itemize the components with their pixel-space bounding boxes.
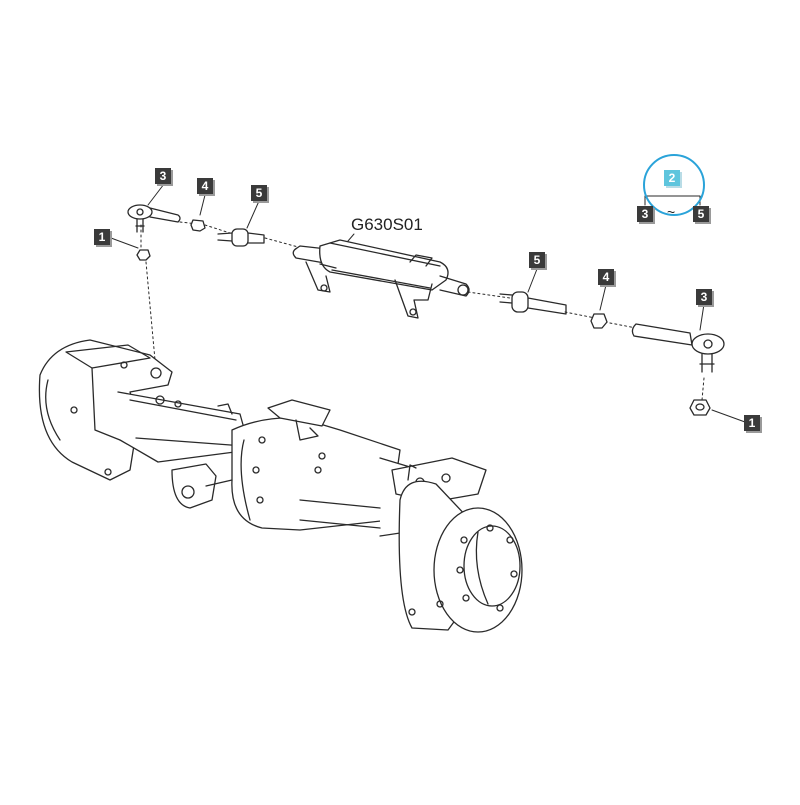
callout-3-left[interactable]: 3 [155, 168, 171, 184]
steering-cylinder [292, 239, 470, 319]
nut-right [689, 399, 711, 416]
lock-nut-left [190, 219, 206, 232]
callout-5-left[interactable]: 5 [251, 185, 267, 201]
callout-1-right[interactable]: 1 [744, 415, 760, 431]
callout-kit-to-5[interactable]: 5 [693, 206, 709, 222]
kit-range-symbol: ~ [667, 204, 676, 220]
callout-kit-from-3[interactable]: 3 [637, 206, 653, 222]
callout-2-kit[interactable]: 2 [664, 170, 680, 186]
callout-5-right[interactable]: 5 [529, 252, 545, 268]
ball-joint-left [217, 228, 265, 247]
callout-4-left[interactable]: 4 [197, 178, 213, 194]
callout-3-right[interactable]: 3 [696, 289, 712, 305]
axle-housing [38, 339, 523, 633]
callout-1-left[interactable]: 1 [94, 229, 110, 245]
nut-left [136, 249, 151, 261]
tie-rod-end-left [127, 204, 181, 233]
ball-joint-right [499, 291, 567, 315]
tie-rod-end-right [631, 323, 725, 373]
assembly-lines [140, 221, 705, 401]
callout-4-right[interactable]: 4 [598, 269, 614, 285]
lock-nut-right [590, 313, 608, 329]
part-number-label: G630S01 [351, 215, 423, 234]
